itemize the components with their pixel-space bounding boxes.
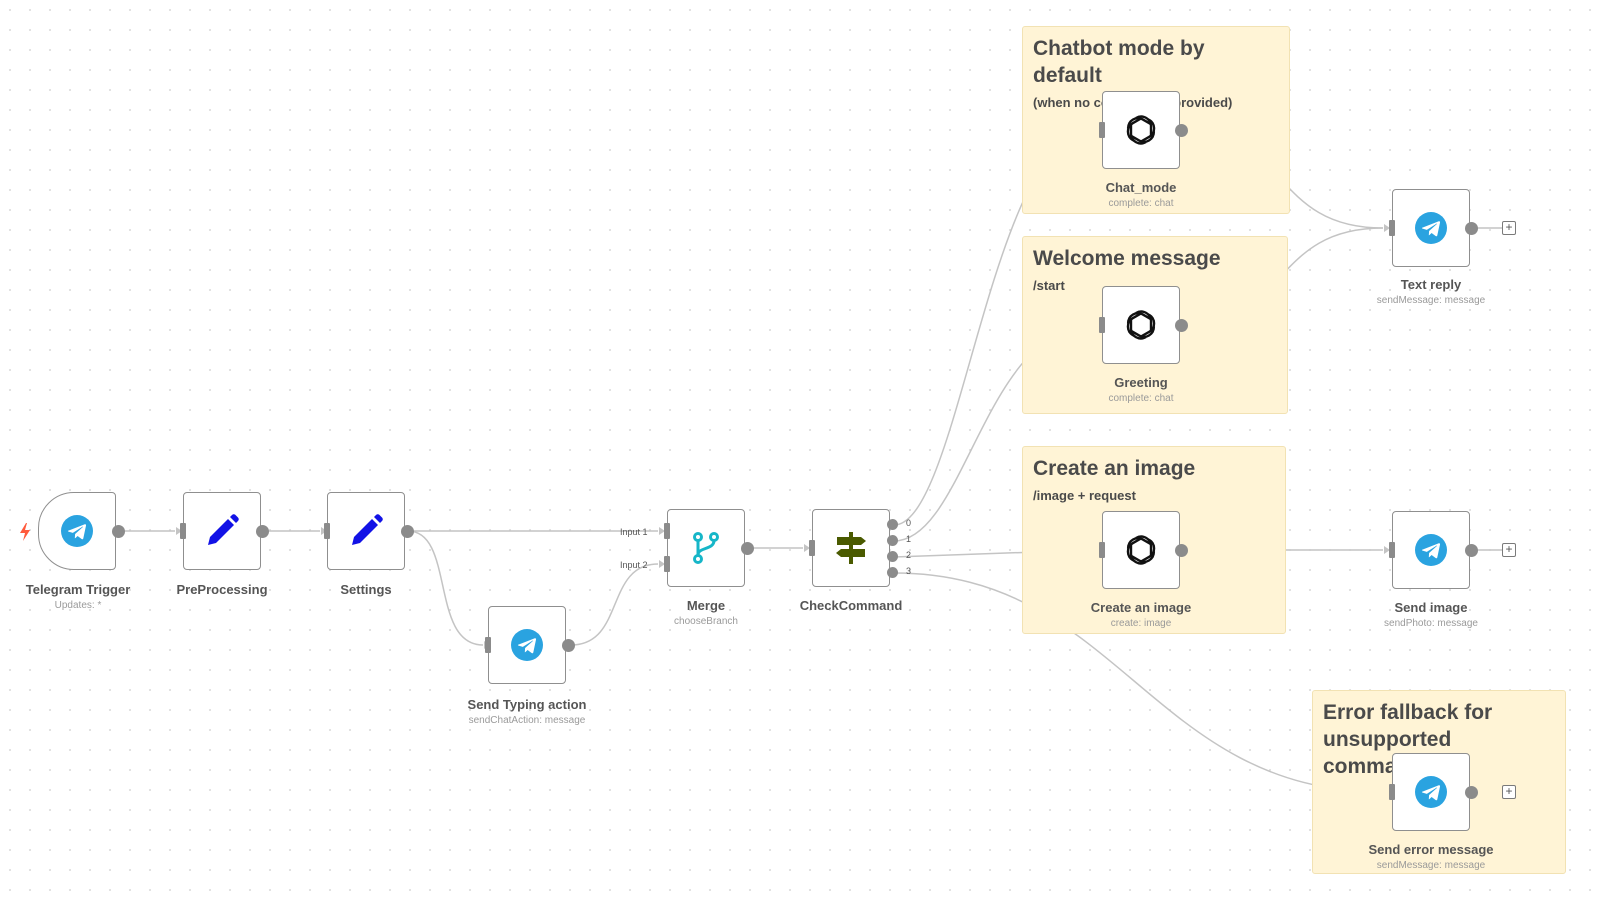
node-send-image[interactable] bbox=[1392, 511, 1470, 589]
switch-output-2-label: 2 bbox=[906, 550, 912, 560]
switch-output-1-handle[interactable] bbox=[887, 535, 898, 546]
telegram-icon bbox=[1411, 530, 1451, 570]
node-sublabel: create: image bbox=[1110, 618, 1172, 629]
node-label: Greeting bbox=[1114, 375, 1168, 390]
node-input-handle[interactable] bbox=[1389, 784, 1395, 800]
node-output-handle[interactable] bbox=[256, 525, 269, 538]
node-sublabel: complete: chat bbox=[1108, 393, 1174, 404]
node-input-handle[interactable] bbox=[324, 523, 330, 539]
merge-input1-label: Input 1 bbox=[620, 527, 648, 537]
switch-output-3-label: 3 bbox=[906, 566, 912, 576]
sticky-title: Welcome message bbox=[1033, 247, 1221, 270]
node-label: Merge bbox=[686, 598, 726, 613]
switch-output-3-handle[interactable] bbox=[887, 567, 898, 578]
node-output-handle[interactable] bbox=[112, 525, 125, 538]
pencil-icon bbox=[346, 511, 386, 551]
sticky-title: Chatbot mode by default bbox=[1033, 37, 1205, 87]
switch-output-0-label: 0 bbox=[906, 518, 912, 528]
node-label: Create an image bbox=[1090, 600, 1192, 615]
node-label: PreProcessing bbox=[176, 582, 268, 597]
node-label: Send image bbox=[1394, 600, 1468, 615]
node-input-handle[interactable] bbox=[180, 523, 186, 539]
merge-input2-handle[interactable] bbox=[664, 556, 670, 572]
node-label: Telegram Trigger bbox=[25, 582, 131, 597]
add-node-button[interactable]: + bbox=[1502, 785, 1516, 799]
node-output-handle[interactable] bbox=[1175, 319, 1188, 332]
node-chat-mode[interactable] bbox=[1102, 91, 1180, 169]
telegram-icon bbox=[1411, 772, 1451, 812]
node-label: Send error message bbox=[1368, 842, 1494, 857]
merge-input2-label: Input 2 bbox=[620, 560, 648, 570]
node-output-handle[interactable] bbox=[1465, 544, 1478, 557]
merge-input1-handle[interactable] bbox=[664, 523, 670, 539]
node-output-handle[interactable] bbox=[1465, 222, 1478, 235]
sticky-subtitle: /image + request bbox=[1033, 488, 1136, 503]
node-input-handle[interactable] bbox=[1099, 122, 1105, 138]
node-label: CheckCommand bbox=[799, 598, 903, 613]
switch-output-0-handle[interactable] bbox=[887, 519, 898, 530]
node-label: Chat_mode bbox=[1105, 180, 1177, 195]
node-output-handle[interactable] bbox=[1465, 786, 1478, 799]
node-output-handle[interactable] bbox=[1175, 124, 1188, 137]
node-sublabel: sendPhoto: message bbox=[1384, 618, 1478, 629]
connection-switch3-send-error bbox=[893, 572, 1384, 793]
sticky-title: Create an image bbox=[1033, 457, 1196, 480]
add-node-button[interactable]: + bbox=[1502, 221, 1516, 235]
connection-settings-send-typing bbox=[407, 530, 484, 646]
node-label: Text reply bbox=[1400, 277, 1462, 292]
trigger-bolt-icon bbox=[20, 523, 30, 541]
node-sublabel: sendMessage: message bbox=[1376, 295, 1486, 306]
node-input-handle[interactable] bbox=[485, 637, 491, 653]
telegram-icon bbox=[507, 625, 547, 665]
signpost-icon bbox=[831, 528, 871, 568]
telegram-icon bbox=[57, 511, 97, 551]
node-output-handle[interactable] bbox=[401, 525, 414, 538]
switch-output-1-label: 1 bbox=[906, 534, 912, 544]
node-sublabel: sendMessage: message bbox=[1376, 860, 1486, 871]
node-send-error-message[interactable] bbox=[1392, 753, 1470, 831]
node-greeting[interactable] bbox=[1102, 286, 1180, 364]
node-output-handle[interactable] bbox=[562, 639, 575, 652]
node-label: Send Typing action bbox=[467, 697, 587, 712]
node-text-reply[interactable] bbox=[1392, 189, 1470, 267]
node-preprocessing[interactable] bbox=[183, 492, 261, 570]
node-merge[interactable] bbox=[667, 509, 745, 587]
node-sublabel: sendChatAction: message bbox=[468, 715, 586, 726]
node-sublabel: complete: chat bbox=[1108, 198, 1174, 209]
openai-icon bbox=[1121, 530, 1161, 570]
node-create-image[interactable] bbox=[1102, 511, 1180, 589]
switch-output-2-handle[interactable] bbox=[887, 551, 898, 562]
node-telegram-trigger[interactable] bbox=[38, 492, 116, 570]
openai-icon bbox=[1121, 110, 1161, 150]
openai-icon bbox=[1121, 305, 1161, 345]
node-label: Settings bbox=[340, 582, 392, 597]
node-input-handle[interactable] bbox=[809, 540, 815, 556]
node-sublabel: chooseBranch bbox=[674, 616, 738, 627]
sticky-subtitle: /start bbox=[1033, 278, 1065, 293]
node-output-handle[interactable] bbox=[741, 542, 754, 555]
node-sublabel: Updates: * bbox=[54, 600, 102, 611]
node-input-handle[interactable] bbox=[1389, 220, 1395, 236]
node-checkcommand[interactable] bbox=[812, 509, 890, 587]
node-input-handle[interactable] bbox=[1389, 542, 1395, 558]
node-send-typing-action[interactable] bbox=[488, 606, 566, 684]
pencil-icon bbox=[202, 511, 242, 551]
node-output-handle[interactable] bbox=[1175, 544, 1188, 557]
node-input-handle[interactable] bbox=[1099, 317, 1105, 333]
connection-send-typing-merge-input2 bbox=[570, 563, 659, 646]
add-node-button[interactable]: + bbox=[1502, 543, 1516, 557]
node-settings[interactable] bbox=[327, 492, 405, 570]
telegram-icon bbox=[1411, 208, 1451, 248]
node-input-handle[interactable] bbox=[1099, 542, 1105, 558]
branch-icon bbox=[686, 528, 726, 568]
